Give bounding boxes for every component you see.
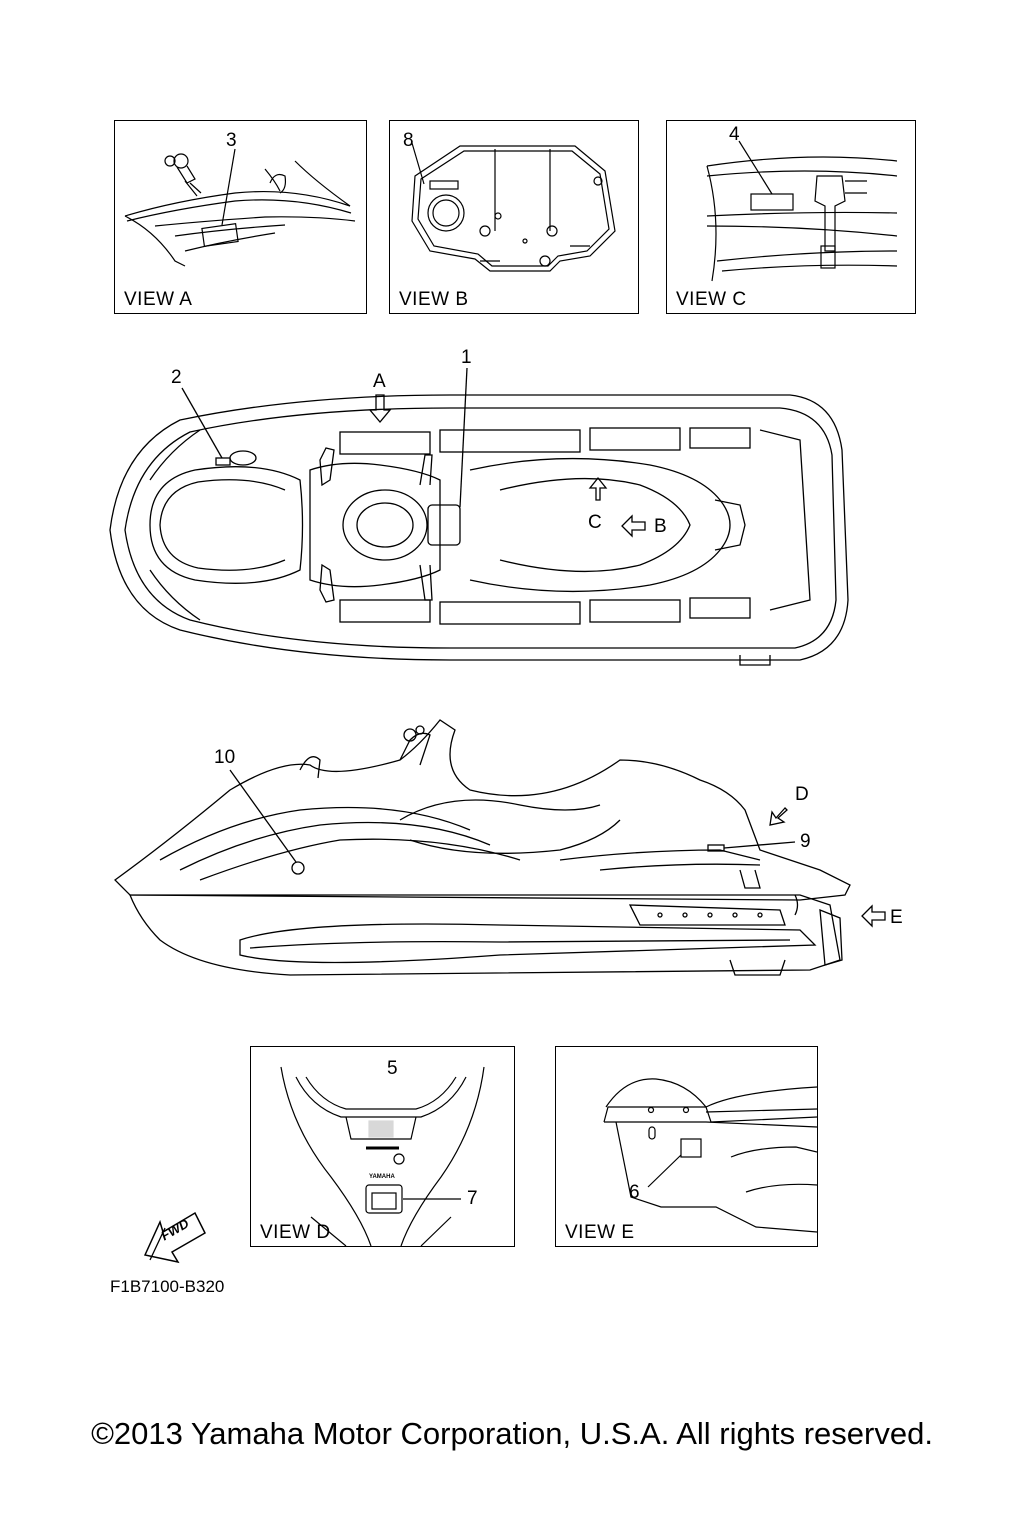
callout-8: 8: [403, 130, 414, 151]
leader-10: [229, 769, 297, 863]
fwd-arrow-icon: [143, 1211, 206, 1264]
figure-code: F1B7100-B320: [110, 1277, 225, 1296]
callout-9: 9: [800, 831, 811, 852]
view-marker-b: B: [654, 516, 667, 537]
view-b-label: VIEW B: [399, 289, 469, 310]
watercraft-drawings: [109, 367, 886, 1264]
arrow-d-icon: [769, 807, 788, 826]
view-marker-c: C: [588, 512, 602, 533]
view-a-panel: 3 VIEW A: [114, 120, 367, 314]
view-b-drawing: [411, 142, 616, 272]
view-d-label: VIEW D: [260, 1222, 331, 1243]
view-c-label: VIEW C: [676, 289, 747, 310]
view-d-drawing: [280, 1066, 485, 1246]
view-marker-d: D: [795, 784, 809, 805]
leader-9: [723, 841, 796, 849]
callout-6: 6: [629, 1182, 640, 1203]
view-a-label: VIEW A: [124, 289, 193, 310]
view-marker-e: E: [890, 907, 903, 928]
view-d-panel: 5 7 YAMAHA VIEW D: [250, 1046, 515, 1247]
callout-1: 1: [461, 347, 472, 368]
callout-5: 5: [387, 1058, 398, 1079]
view-b-panel: 8 VIEW B: [389, 120, 639, 314]
arrow-c-icon: [588, 476, 608, 501]
view-a-drawing: [124, 148, 356, 267]
view-e-label: VIEW E: [565, 1222, 635, 1243]
yamaha-badge: YAMAHA: [369, 1174, 395, 1180]
arrow-e-icon: [861, 904, 886, 928]
callout-3: 3: [226, 130, 237, 151]
view-c-drawing: [706, 140, 898, 282]
callout-2: 2: [171, 367, 182, 388]
view-e-panel: 6 VIEW E: [555, 1046, 818, 1247]
top-view-hull: [109, 394, 849, 666]
copyright-notice: ©2013 Yamaha Motor Corporation, U.S.A. A…: [91, 1416, 933, 1451]
leader-2: [181, 387, 223, 459]
view-e-drawing: [603, 1078, 817, 1233]
arrow-b-icon: [621, 514, 646, 538]
view-marker-a: A: [373, 371, 386, 392]
callout-7: 7: [467, 1188, 478, 1209]
side-view-hull: [114, 719, 851, 976]
view-c-panel: 4 VIEW C: [666, 120, 916, 314]
callout-10: 10: [214, 747, 236, 768]
callout-4: 4: [729, 124, 740, 145]
arrow-a-icon: [368, 394, 392, 424]
leader-1: [459, 367, 468, 508]
